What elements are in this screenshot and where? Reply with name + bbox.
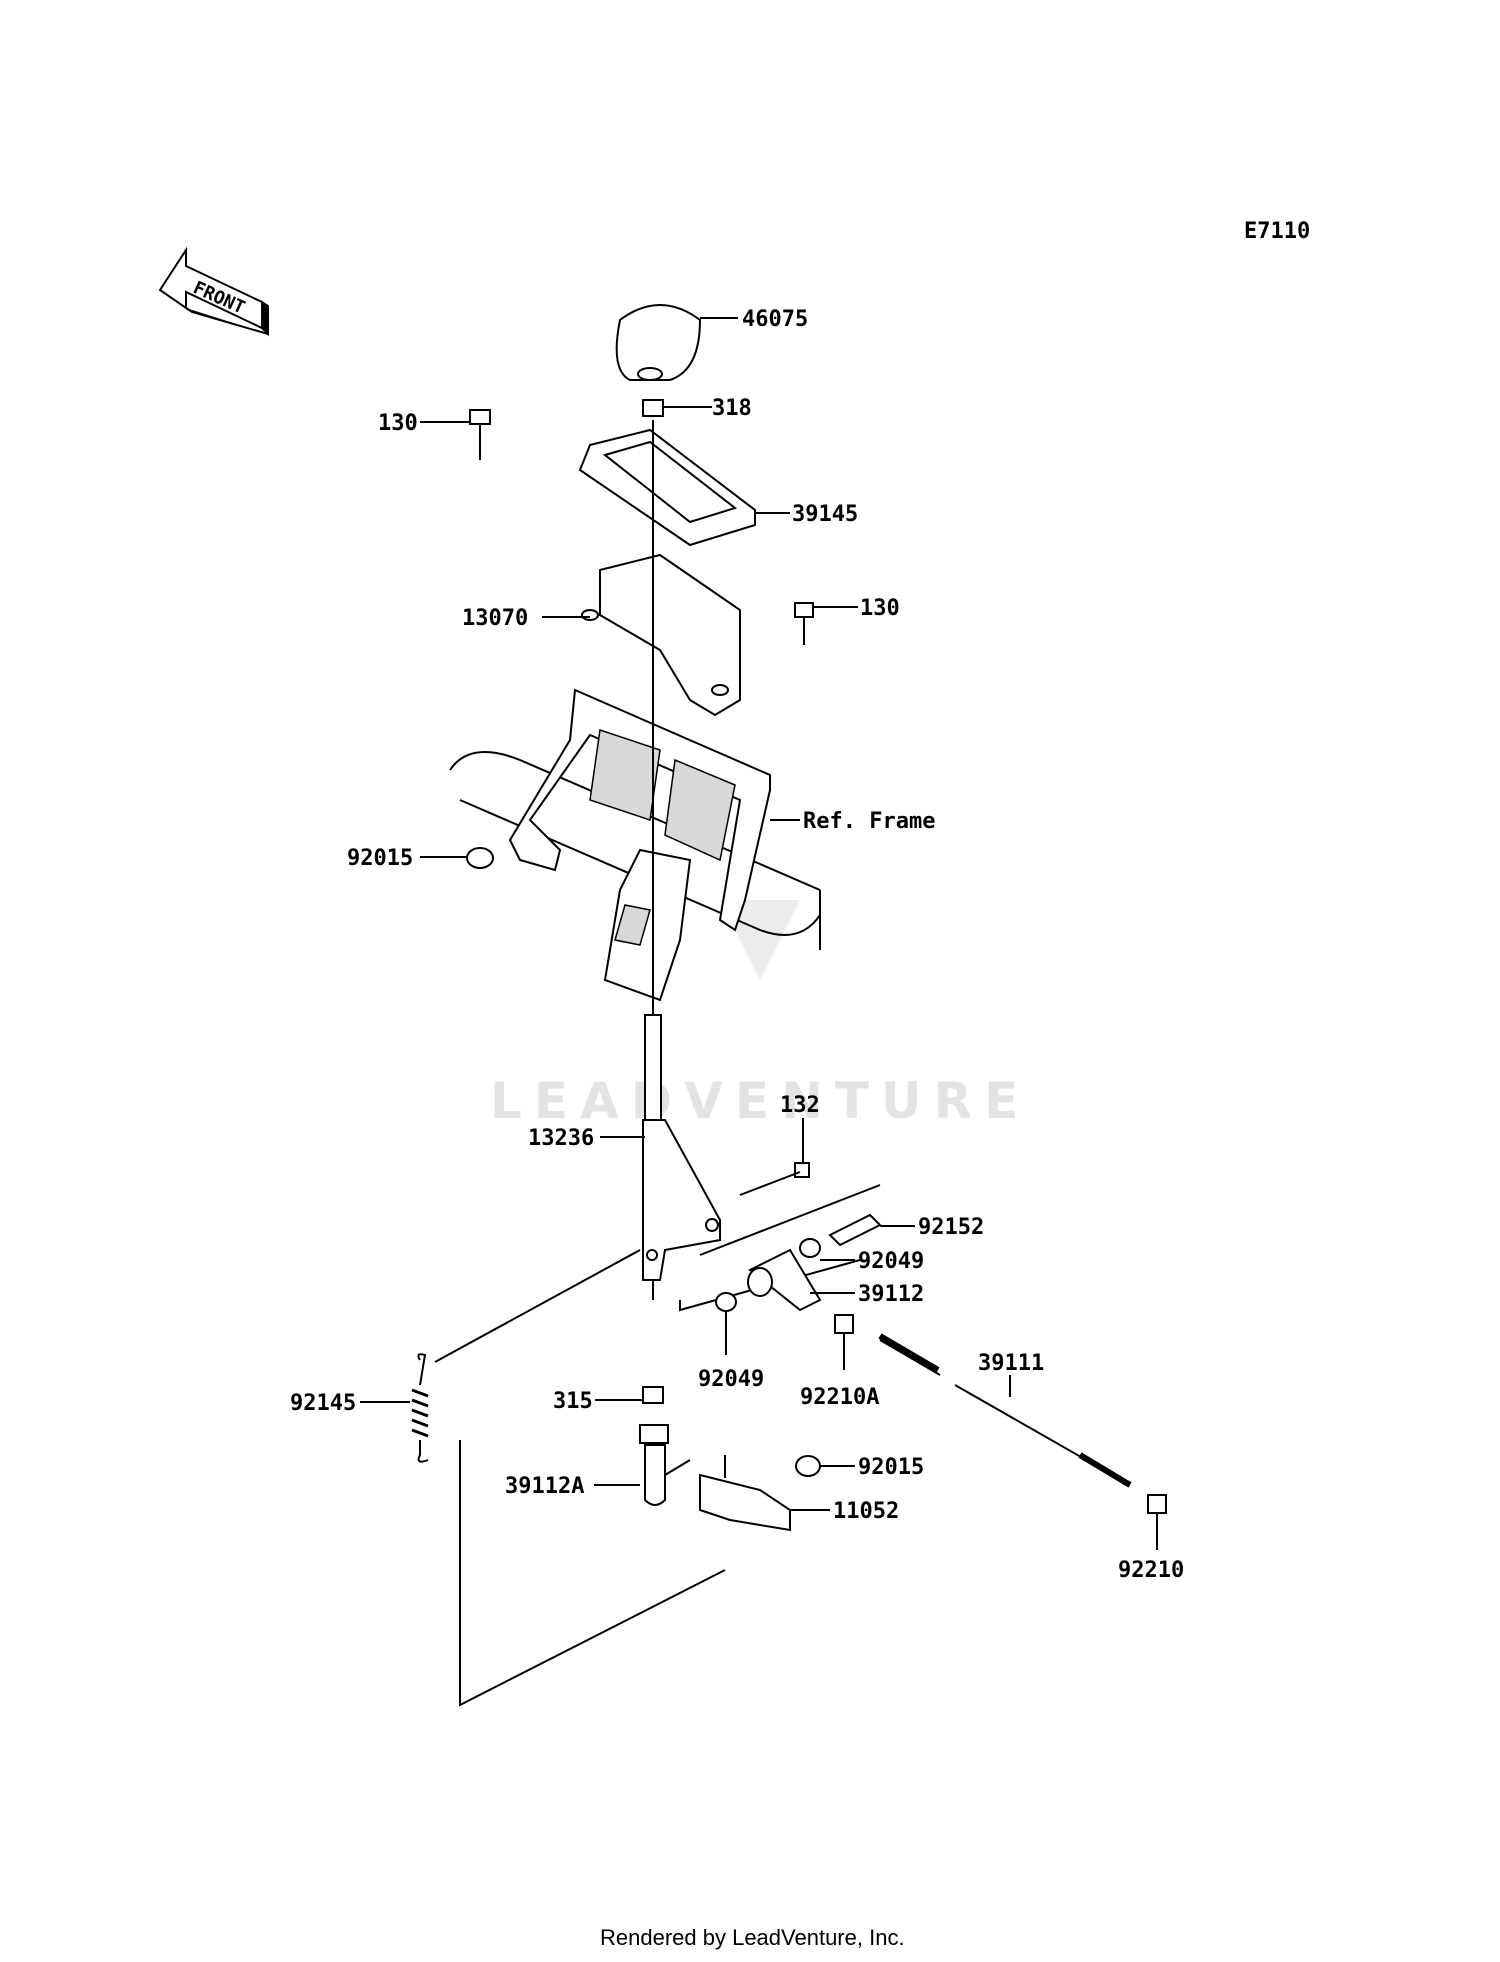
callout-39145: 39145	[792, 502, 858, 527]
callout-92049-left: 92049	[698, 1367, 764, 1392]
callout-132: 132	[780, 1093, 820, 1118]
nut-92210	[1147, 1494, 1167, 1514]
callout-130-left: 130	[378, 411, 418, 436]
nut-315	[642, 1386, 664, 1404]
callout-92015-right: 92015	[858, 1455, 924, 1480]
nut-92015-right	[795, 1455, 821, 1477]
callout-130-right: 130	[860, 596, 900, 621]
nut-92015-left	[466, 847, 494, 869]
bracket-11052	[699, 1455, 791, 1532]
watermark-text: LEADVENTURE	[490, 1072, 1030, 1130]
diagram-code: E7110	[1244, 219, 1310, 244]
callout-13070: 13070	[462, 606, 528, 631]
callout-ref-frame: Ref. Frame	[803, 809, 935, 834]
callout-315: 315	[553, 1389, 593, 1414]
callout-92049-right: 92049	[858, 1249, 924, 1274]
shift-lever	[642, 1119, 721, 1281]
mounting-bracket	[508, 688, 771, 1002]
callout-46075: 46075	[742, 307, 808, 332]
leader-lines	[360, 317, 1158, 1550]
pin-92152	[828, 1213, 882, 1247]
callout-92145: 92145	[290, 1391, 356, 1416]
footer-credit: Rendered by LeadVenture, Inc.	[600, 1925, 905, 1950]
watermark: LEADVENTURE	[490, 900, 1030, 1130]
washer-92049-left	[715, 1292, 737, 1312]
callout-92210A: 92210A	[800, 1385, 879, 1410]
joint-39112	[747, 1248, 822, 1312]
callout-92152: 92152	[918, 1215, 984, 1240]
washer-92049-right	[799, 1238, 821, 1258]
callout-39111: 39111	[978, 1351, 1044, 1376]
callout-39112: 39112	[858, 1282, 924, 1307]
bolt-130-left	[469, 409, 491, 460]
callout-39112A: 39112A	[505, 1474, 584, 1499]
shift-knob	[615, 304, 702, 381]
callout-11052: 11052	[833, 1499, 899, 1524]
callout-13236: 13236	[528, 1126, 594, 1151]
bolt-132	[739, 1162, 810, 1196]
nut-92210A	[834, 1314, 854, 1334]
assembly-line	[459, 1440, 726, 1707]
callout-92210: 92210	[1118, 1558, 1184, 1583]
control-rod	[878, 1333, 1132, 1488]
frame-tube	[449, 751, 821, 950]
callout-92015-left: 92015	[347, 846, 413, 871]
spring-92145	[411, 1249, 641, 1463]
callouts: 46075 318 130 39145 13070 130 Ref. Frame…	[290, 307, 1184, 1583]
bolt-130-right	[794, 602, 814, 645]
shift-bezel	[578, 428, 756, 547]
nut-318	[642, 399, 664, 417]
callout-318: 318	[712, 396, 752, 421]
front-arrow-icon: FRONT	[158, 246, 269, 337]
shift-guide	[581, 553, 741, 717]
joint-39112A	[639, 1424, 691, 1506]
